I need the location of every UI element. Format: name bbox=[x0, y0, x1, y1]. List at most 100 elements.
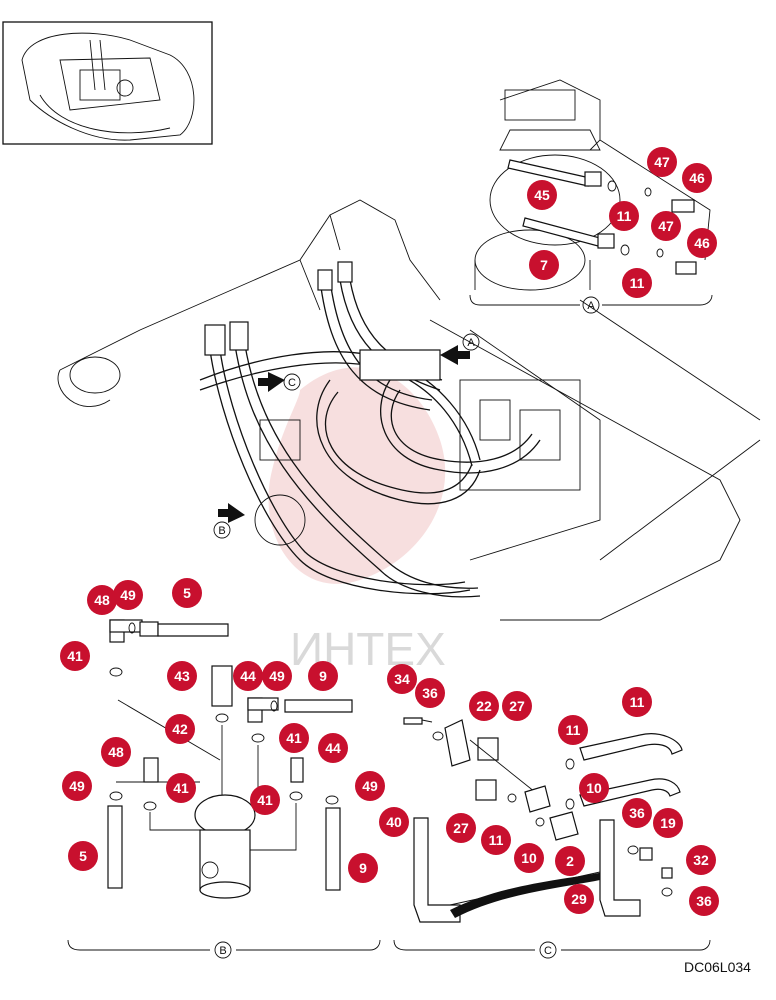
callout-c27-top: 27 bbox=[502, 691, 532, 721]
callout-b49-right: 49 bbox=[355, 771, 385, 801]
svg-text:43: 43 bbox=[174, 668, 190, 684]
svg-text:11: 11 bbox=[489, 832, 504, 848]
svg-text:2: 2 bbox=[566, 853, 574, 869]
view-c-label: C bbox=[544, 945, 552, 957]
callout-a46-top: 46 bbox=[682, 163, 712, 193]
view-c-detail: C bbox=[393, 717, 711, 959]
callout-c22: 22 bbox=[469, 691, 499, 721]
svg-text:9: 9 bbox=[359, 860, 367, 876]
svg-text:41: 41 bbox=[257, 792, 273, 808]
view-a-detail: A bbox=[469, 79, 713, 314]
callout-a11-top: 11 bbox=[609, 201, 639, 231]
callout-a47-bot: 47 bbox=[651, 211, 681, 241]
view-b-detail: B bbox=[67, 619, 381, 959]
watermark-logo bbox=[268, 367, 446, 584]
callout-b49-left: 49 bbox=[62, 771, 92, 801]
callout-c34: 34 bbox=[387, 664, 417, 694]
svg-text:7: 7 bbox=[540, 257, 548, 273]
callout-a46-bot: 46 bbox=[687, 228, 717, 258]
svg-text:22: 22 bbox=[476, 698, 492, 714]
callout-c36-bot: 36 bbox=[689, 886, 719, 916]
svg-text:48: 48 bbox=[108, 744, 124, 760]
callout-b43: 43 bbox=[167, 661, 197, 691]
svg-text:40: 40 bbox=[386, 814, 402, 830]
view-b-label: B bbox=[219, 945, 226, 957]
callout-a11-bot: 11 bbox=[622, 268, 652, 298]
callout-b48-left: 48 bbox=[101, 737, 131, 767]
callout-a47-top: 47 bbox=[647, 147, 677, 177]
svg-text:41: 41 bbox=[173, 780, 189, 796]
svg-text:49: 49 bbox=[362, 778, 378, 794]
svg-text:47: 47 bbox=[658, 218, 674, 234]
view-b-pointer-label: B bbox=[218, 525, 225, 537]
callout-c2: 2 bbox=[555, 846, 585, 876]
svg-text:10: 10 bbox=[586, 780, 602, 796]
svg-text:36: 36 bbox=[629, 805, 645, 821]
drawing-code: DC06L034 bbox=[684, 959, 751, 975]
svg-text:11: 11 bbox=[617, 208, 632, 224]
callout-c36-top: 36 bbox=[415, 678, 445, 708]
svg-text:19: 19 bbox=[660, 815, 676, 831]
callout-b48-top: 48 bbox=[87, 585, 117, 615]
callout-c10-top: 10 bbox=[579, 773, 609, 803]
svg-text:34: 34 bbox=[394, 671, 410, 687]
callout-c29: 29 bbox=[564, 884, 594, 914]
view-b-arrow bbox=[218, 503, 245, 523]
callout-c36-mid: 36 bbox=[622, 798, 652, 828]
svg-text:27: 27 bbox=[509, 698, 525, 714]
view-a-label: A bbox=[587, 300, 595, 312]
svg-text:32: 32 bbox=[693, 852, 709, 868]
inset-frame bbox=[2, 21, 213, 145]
view-a-pointer-label: A bbox=[467, 337, 475, 349]
svg-text:11: 11 bbox=[630, 275, 645, 291]
svg-text:29: 29 bbox=[571, 891, 587, 907]
callout-c40: 40 bbox=[379, 807, 409, 837]
main-assembly: A C B bbox=[57, 199, 761, 621]
svg-text:5: 5 bbox=[183, 585, 191, 601]
svg-text:49: 49 bbox=[269, 668, 285, 684]
view-a-arrow bbox=[440, 345, 470, 365]
svg-text:49: 49 bbox=[120, 587, 136, 603]
svg-text:36: 36 bbox=[696, 893, 712, 909]
svg-text:5: 5 bbox=[79, 848, 87, 864]
svg-text:45: 45 bbox=[534, 187, 550, 203]
callout-b41-right: 41 bbox=[250, 785, 280, 815]
callout-b9-top: 9 bbox=[308, 661, 338, 691]
callout-b41-left: 41 bbox=[60, 641, 90, 671]
callout-b44-right: 44 bbox=[318, 733, 348, 763]
callout-b44-top: 44 bbox=[233, 661, 263, 691]
callout-a7: 7 bbox=[529, 250, 559, 280]
svg-text:41: 41 bbox=[67, 648, 83, 664]
svg-text:41: 41 bbox=[286, 730, 302, 746]
callout-c11-mid: 11 bbox=[558, 715, 588, 745]
callout-b5-top: 5 bbox=[172, 578, 202, 608]
callout-c10-low: 10 bbox=[514, 843, 544, 873]
callout-c32: 32 bbox=[686, 845, 716, 875]
svg-text:27: 27 bbox=[453, 820, 469, 836]
callouts: 47 46 45 11 47 46 7 11 48 49 5 41 43 44 … bbox=[60, 147, 719, 916]
svg-text:36: 36 bbox=[422, 685, 438, 701]
callout-b49-top: 49 bbox=[113, 580, 143, 610]
callout-b9-bot: 9 bbox=[348, 853, 378, 883]
svg-text:48: 48 bbox=[94, 592, 110, 608]
watermark: ИНТЕХ bbox=[268, 367, 446, 675]
svg-text:11: 11 bbox=[630, 694, 645, 710]
svg-text:46: 46 bbox=[689, 170, 705, 186]
view-c-arrow bbox=[258, 372, 285, 392]
svg-text:49: 49 bbox=[69, 778, 85, 794]
callout-c27-left: 27 bbox=[446, 813, 476, 843]
svg-text:42: 42 bbox=[172, 721, 188, 737]
callout-a45: 45 bbox=[527, 180, 557, 210]
callout-c11-low: 11 bbox=[481, 825, 511, 855]
svg-text:9: 9 bbox=[319, 668, 327, 684]
view-c-pointer-label: C bbox=[288, 377, 296, 389]
callout-b49-mid: 49 bbox=[262, 661, 292, 691]
callout-c19: 19 bbox=[653, 808, 683, 838]
callout-b42: 42 bbox=[165, 714, 195, 744]
inset-thumbnail bbox=[2, 21, 213, 145]
svg-text:44: 44 bbox=[240, 668, 256, 684]
callout-b41-low: 41 bbox=[166, 773, 196, 803]
svg-text:46: 46 bbox=[694, 235, 710, 251]
svg-text:11: 11 bbox=[566, 722, 581, 738]
